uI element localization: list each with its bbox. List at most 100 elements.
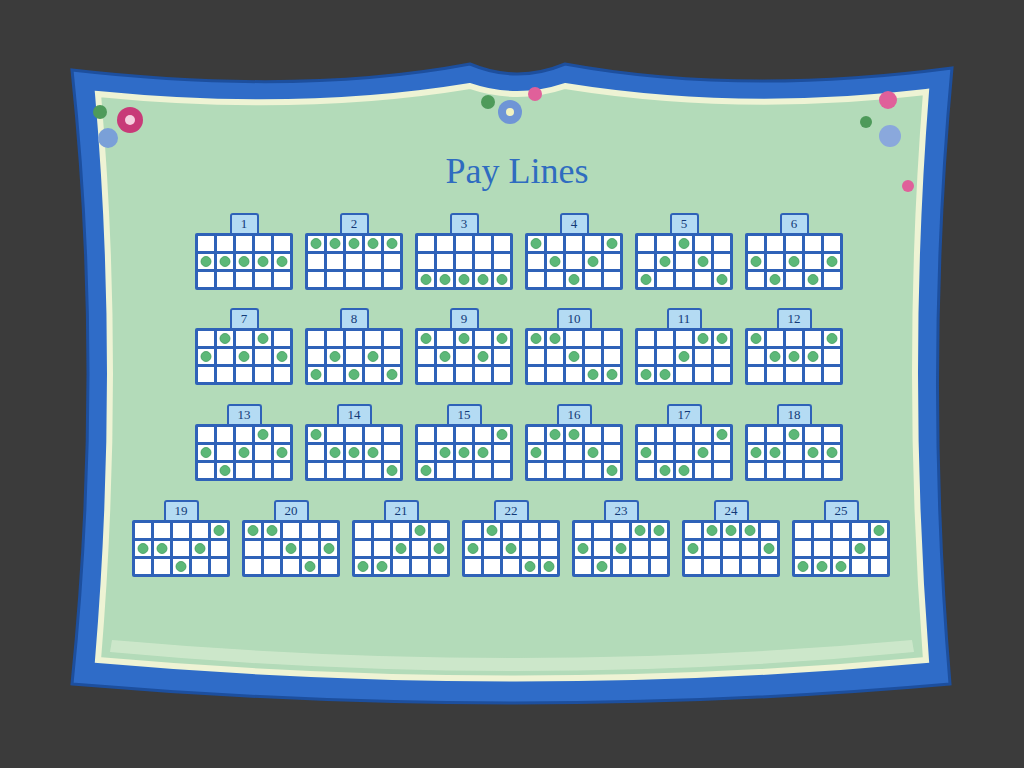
grid-cell: [541, 523, 557, 538]
payline-grid: [305, 233, 403, 290]
payline-card: 1: [195, 213, 293, 290]
grid-cell: [384, 349, 400, 364]
grid-cell: [384, 236, 400, 251]
grid-cell: [748, 236, 764, 251]
payline-dot: [214, 526, 224, 536]
grid-cell: [374, 523, 390, 538]
grid-cell: [494, 445, 510, 460]
payline-dot: [525, 562, 535, 572]
grid-cell: [217, 331, 233, 346]
grid-cell: [355, 541, 371, 556]
grid-cell: [795, 559, 811, 574]
payline-dot: [770, 352, 780, 362]
payline-number: 4: [560, 213, 589, 233]
grid-cell: [638, 331, 654, 346]
payline-number: 2: [340, 213, 369, 233]
payline-dot: [286, 544, 296, 554]
payline-dot: [478, 448, 488, 458]
grid-cell: [327, 463, 343, 478]
grid-cell: [657, 349, 673, 364]
grid-cell: [824, 367, 840, 382]
grid-cell: [365, 349, 381, 364]
payline-dot: [578, 544, 588, 554]
grid-cell: [494, 427, 510, 442]
payline-dot: [387, 370, 397, 380]
grid-cell: [484, 523, 500, 538]
grid-cell: [245, 541, 261, 556]
grid-cell: [321, 559, 337, 574]
grid-cell: [255, 445, 271, 460]
payline-dot: [415, 526, 425, 536]
payline-dot: [258, 430, 268, 440]
grid-cell: [355, 559, 371, 574]
payline-card: 14: [305, 404, 403, 481]
grid-cell: [786, 331, 802, 346]
grid-cell: [384, 445, 400, 460]
grid-cell: [346, 367, 362, 382]
payline-dot: [660, 466, 670, 476]
grid-cell: [217, 349, 233, 364]
payline-number: 16: [557, 404, 592, 424]
grid-cell: [283, 541, 299, 556]
grid-cell: [465, 559, 481, 574]
grid-cell: [748, 367, 764, 382]
payline-dot: [698, 448, 708, 458]
payline-dot: [478, 275, 488, 285]
payline-dot: [660, 257, 670, 267]
grid-frame: [635, 328, 733, 385]
payline-card: 24: [682, 500, 780, 577]
grid-cell: [384, 331, 400, 346]
payline-dot: [138, 544, 148, 554]
grid-cell: [547, 349, 563, 364]
grid-cell: [173, 541, 189, 556]
grid-cell: [393, 523, 409, 538]
payline-dot: [358, 562, 368, 572]
payline-dot: [855, 544, 865, 554]
payline-dot: [239, 257, 249, 267]
grid-cell: [412, 523, 428, 538]
payline-dot: [377, 562, 387, 572]
grid-cell: [871, 523, 887, 538]
grid-cell: [475, 463, 491, 478]
grid-cell: [805, 254, 821, 269]
grid-cell: [374, 541, 390, 556]
grid-cell: [346, 349, 362, 364]
payline-dot: [239, 448, 249, 458]
grid-cell: [346, 254, 362, 269]
grid-cell: [833, 541, 849, 556]
grid-cell: [393, 541, 409, 556]
grid-cell: [795, 523, 811, 538]
grid-cell: [767, 367, 783, 382]
grid-cell: [236, 331, 252, 346]
grid-cell: [748, 254, 764, 269]
grid-cell: [786, 445, 802, 460]
payline-dot: [396, 544, 406, 554]
grid-cell: [503, 523, 519, 538]
payline-dot: [239, 352, 249, 362]
payline-number: 25: [824, 500, 859, 520]
payline-grid: [525, 424, 623, 481]
payline-dot: [550, 430, 560, 440]
payline-dot: [607, 239, 617, 249]
payline-card: 25: [792, 500, 890, 577]
grid-cell: [761, 541, 777, 556]
grid-cell: [805, 236, 821, 251]
payline-dot: [726, 526, 736, 536]
payline-dot: [368, 448, 378, 458]
grid-cell: [327, 236, 343, 251]
grid-cell: [456, 445, 472, 460]
grid-cell: [657, 236, 673, 251]
payline-dot: [368, 239, 378, 249]
payline-grid: [195, 233, 293, 290]
payline-dot: [277, 352, 287, 362]
payline-grid: [792, 520, 890, 577]
grid-cell: [198, 463, 214, 478]
grid-cell: [418, 331, 434, 346]
payline-dot: [421, 334, 431, 344]
payline-dot: [497, 430, 507, 440]
grid-cell: [575, 541, 591, 556]
grid-cell: [566, 349, 582, 364]
grid-cell: [274, 331, 290, 346]
grid-cell: [456, 272, 472, 287]
payline-grid: [682, 520, 780, 577]
